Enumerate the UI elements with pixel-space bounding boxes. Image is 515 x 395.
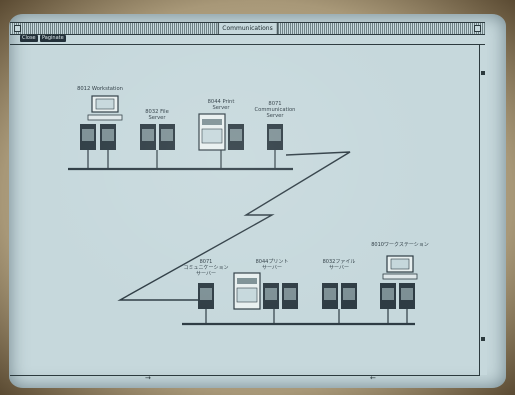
label-comm-server-8071-jp-line1: 8071 xyxy=(200,259,213,265)
print-server-8044-icon[interactable] xyxy=(198,113,244,169)
label-workstation-8010-jp: 8010ワークステーション xyxy=(371,242,428,248)
label-file-server-8032-line2: Server xyxy=(148,115,166,121)
size-box-icon[interactable] xyxy=(474,25,481,32)
window-title-bar[interactable]: Communications xyxy=(10,22,485,35)
label-comm-server-8071-line1: 8071 xyxy=(268,101,281,107)
label-print-server-8044-jp-line2: サーバー xyxy=(262,265,282,271)
workstation-8012-icon[interactable] xyxy=(80,95,123,169)
label-file-server-8032-jp-line1: 8032ファイル xyxy=(323,259,356,265)
scroll-down-icon[interactable] xyxy=(481,337,485,341)
scroll-right-arrow-icon[interactable]: → xyxy=(145,374,151,382)
paginate-button[interactable]: Paginate xyxy=(40,35,66,42)
window-title: Communications xyxy=(217,23,278,34)
vertical-scrollbar[interactable] xyxy=(479,45,487,375)
label-comm-server-8071-line3: Server xyxy=(266,113,284,119)
label-print-server-8044-jp-line1: 8044プリント xyxy=(256,259,289,265)
label-comm-server-8071-jp-line2: コミュニケーション xyxy=(184,264,229,271)
scroll-up-icon[interactable] xyxy=(481,71,485,75)
window-command-bar: Close Paginate xyxy=(10,34,485,45)
label-comm-server-8071-line2: Communication xyxy=(255,107,296,113)
crt-screen xyxy=(9,14,506,388)
label-workstation-8012: 8012 Workstation xyxy=(77,86,123,92)
file-server-8032-jp-icon[interactable] xyxy=(322,283,357,324)
scroll-left-arrow-icon[interactable]: ← xyxy=(370,374,376,382)
network-diagram: 8012 Workstation 8032 File Server 8044 P… xyxy=(68,86,429,326)
communication-server-8071-icon[interactable] xyxy=(267,124,283,169)
communication-server-8071-jp-icon[interactable] xyxy=(198,283,214,324)
label-print-server-8044-line2: Server xyxy=(212,105,230,111)
workstation-8010-jp-icon[interactable] xyxy=(380,255,418,324)
horizontal-scrollbar[interactable]: → ← xyxy=(10,375,480,383)
label-comm-server-8071-jp-line3: サーバー xyxy=(196,271,216,277)
label-file-server-8032-jp-line2: サーバー xyxy=(329,265,349,271)
label-file-server-8032-line1: 8032 File xyxy=(145,109,169,115)
label-print-server-8044-line1: 8044 Print xyxy=(208,99,235,105)
diagram-canvas: 8012 Workstation 8032 File Server 8044 P… xyxy=(10,45,478,375)
close-box-icon[interactable] xyxy=(14,25,21,32)
close-button[interactable]: Close xyxy=(20,35,38,42)
file-server-8032-icon[interactable] xyxy=(140,124,175,169)
telecom-link-line xyxy=(117,151,351,301)
print-server-8044-jp-icon[interactable] xyxy=(233,272,298,324)
